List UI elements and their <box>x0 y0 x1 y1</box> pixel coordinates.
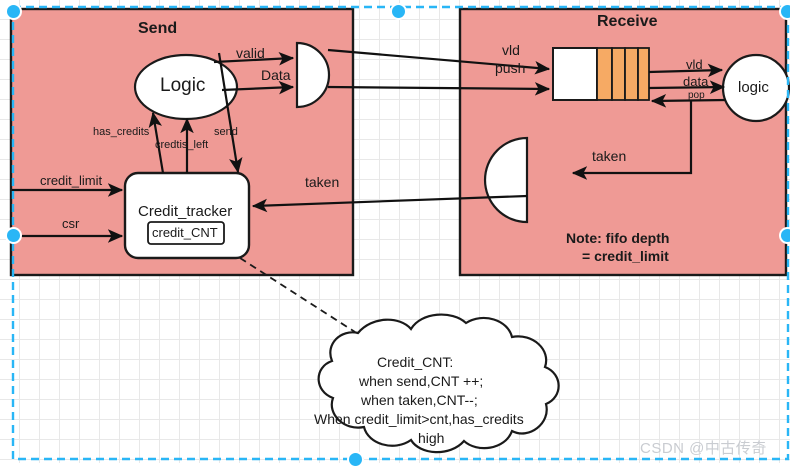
fifo-filled-cell-4 <box>637 47 650 101</box>
fifo-note-line1: Note: fifo depth <box>566 230 670 246</box>
cloud-note-line1: Credit_CNT: <box>377 354 454 370</box>
arrow-send <box>217 52 243 174</box>
selection-handle-top-right[interactable] <box>779 3 790 20</box>
credit-cnt-register[interactable] <box>147 221 225 245</box>
label-send: send <box>214 126 238 138</box>
label-pop: pop <box>688 90 705 101</box>
arrow-taken-receive <box>571 101 693 180</box>
send-logic-label: Logic <box>160 75 206 96</box>
cloud-note-line4: When credit_limit>cnt,has_credits <box>314 411 524 427</box>
selection-handle-top-center[interactable] <box>390 3 407 20</box>
cloud-connector <box>239 257 356 333</box>
arrow-valid <box>213 51 295 66</box>
cloud-note-line2: when send,CNT ++; <box>359 373 484 389</box>
send-block-title: Send <box>138 20 178 37</box>
label-data-out: data <box>683 74 709 89</box>
label-valid: valid <box>236 45 265 61</box>
selection-handle-bottom-center[interactable] <box>347 451 364 468</box>
selection-handle-top-left[interactable] <box>5 3 22 20</box>
fifo-note-line2: = credit_limit <box>582 248 669 264</box>
fifo-filled-cell-3 <box>624 47 639 101</box>
csdn-watermark: CSDN @中古传奇 <box>640 440 767 457</box>
label-data: Data <box>261 67 291 83</box>
label-vld-out: vld <box>686 57 703 72</box>
label-csr: csr <box>62 216 80 231</box>
label-credit-limit: credit_limit <box>40 173 103 188</box>
arrow-fifo-vld <box>648 63 724 78</box>
selection-handle-middle-right[interactable] <box>779 227 790 244</box>
arrow-taken-to-tracker <box>251 194 528 213</box>
label-taken-receive: taken <box>592 148 627 164</box>
fifo-empty-cell <box>552 47 598 101</box>
credit-cnt-label: credit_CNT <box>152 225 218 240</box>
label-has-credits: has_credits <box>93 126 150 138</box>
credit-tracker-label: Credit_tracker <box>138 203 233 220</box>
arrow-has-credits <box>148 111 165 174</box>
arrow-data <box>221 80 295 95</box>
receive-driver-dshape[interactable] <box>483 136 529 224</box>
receive-block-title: Receive <box>597 13 658 30</box>
send-driver-dshape[interactable] <box>295 41 331 109</box>
label-taken-send: taken <box>305 174 340 190</box>
label-push-in: push <box>495 60 526 76</box>
fifo-filled-cell-2 <box>611 47 626 101</box>
label-credits-left: credtis_left <box>155 139 209 151</box>
arrow-fifo-data <box>648 80 726 94</box>
arrow-pop <box>650 94 727 108</box>
label-vld-in: vld <box>502 42 520 58</box>
arrow-push-to-fifo <box>327 82 551 96</box>
cloud-note-line3: when taken,CNT--; <box>361 392 478 408</box>
receive-logic-label: logic <box>738 79 769 96</box>
cloud-note-line5: high <box>418 430 445 446</box>
arrow-vld-to-fifo <box>327 48 551 75</box>
fifo-filled-cell-1 <box>596 47 613 101</box>
selection-handle-middle-left[interactable] <box>5 227 22 244</box>
cloud-note-shape[interactable] <box>317 313 560 454</box>
